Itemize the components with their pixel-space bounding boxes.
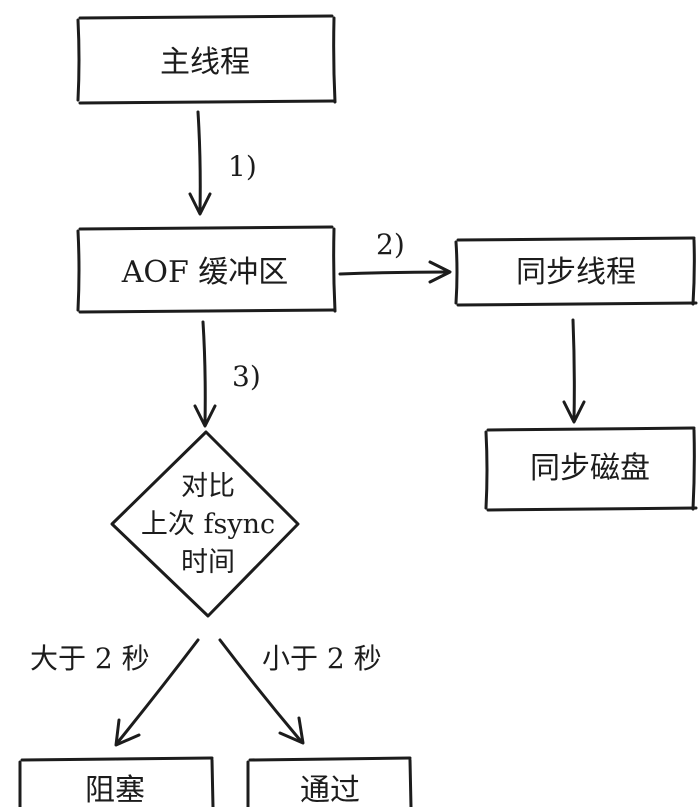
node-main-thread-label: 主线程 <box>160 45 250 80</box>
node-sync-disk-label: 同步磁盘 <box>530 451 650 486</box>
arrow-compare-to-pass <box>218 638 305 745</box>
arrow-aof-to-compare <box>193 320 217 428</box>
edge-label-step1: 1) <box>228 150 257 183</box>
node-aof-buffer: AOF 缓冲区 <box>76 225 337 314</box>
arrow-aof-to-sync-thread <box>338 260 452 284</box>
node-compare-diamond: 对比 上次 fsync 时间 <box>110 430 300 618</box>
node-block-label: 阻塞 <box>85 773 145 807</box>
arrow-sync-thread-to-disk <box>562 318 586 424</box>
edge-label-step2: 2) <box>376 228 405 261</box>
node-aof-buffer-label: AOF 缓冲区 <box>121 255 289 290</box>
node-sync-disk: 同步磁盘 <box>484 426 698 512</box>
edge-label-step3: 3) <box>232 360 261 393</box>
arrow-compare-to-block <box>114 638 200 747</box>
node-pass-label: 通过 <box>300 773 360 807</box>
node-compare-line2: 上次 fsync <box>141 509 275 540</box>
edge-label-greater: 大于 2 秒 <box>30 642 150 675</box>
node-compare-line1: 对比 <box>181 471 235 502</box>
node-sync-thread: 同步线程 <box>454 236 698 307</box>
node-block: 阻塞 <box>18 756 215 807</box>
edge-label-less: 小于 2 秒 <box>262 642 382 675</box>
node-sync-thread-label: 同步线程 <box>516 255 636 290</box>
node-compare-line3: 时间 <box>181 547 235 578</box>
node-pass: 通过 <box>246 756 413 807</box>
arrow-main-to-aof <box>188 110 212 216</box>
node-main-thread: 主线程 <box>76 14 337 105</box>
